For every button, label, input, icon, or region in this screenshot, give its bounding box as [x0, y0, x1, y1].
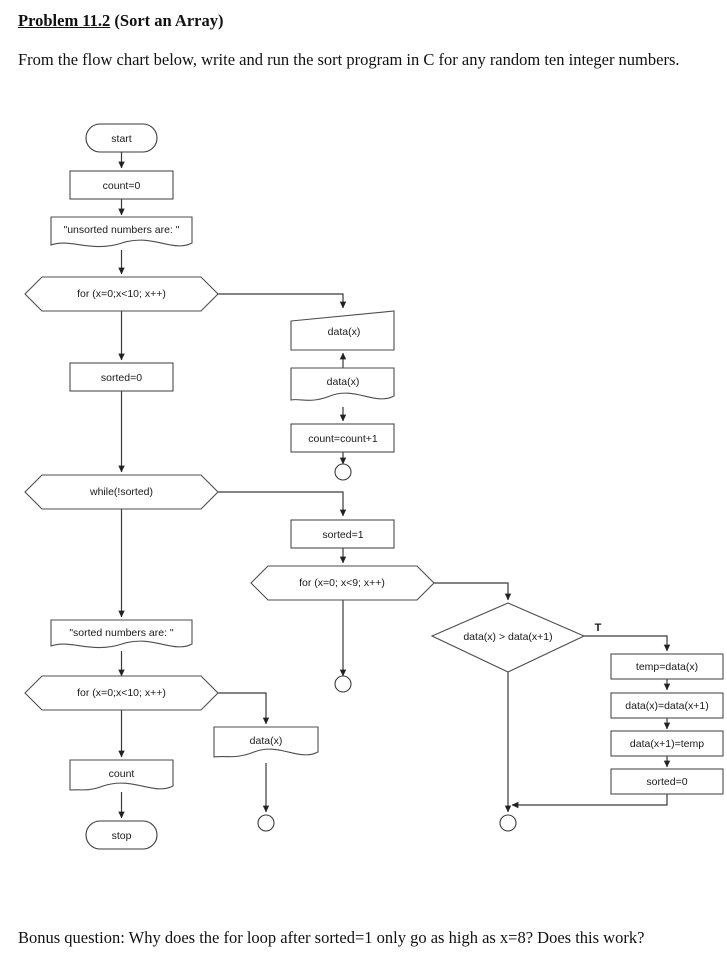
node-compare-decision[interactable]: data(x) > data(x+1)	[430, 602, 586, 673]
connector-after-count-increment[interactable]	[334, 463, 352, 481]
terminator-shape	[85, 820, 158, 850]
node-print-sorted[interactable]: "sorted numbers are: "	[50, 619, 193, 649]
node-for-compare[interactable]: for (x=0; x<9; x++)	[250, 565, 435, 601]
node-swap-first[interactable]: data(x)=data(x+1)	[610, 692, 724, 719]
node-swap-second[interactable]: data(x+1)=temp	[610, 730, 724, 757]
preparation-shape	[24, 474, 219, 510]
node-print-data-1-label: data(x)	[327, 376, 360, 388]
node-temp-assign[interactable]: temp=data(x)	[610, 653, 724, 680]
node-start-label: start	[111, 133, 132, 145]
preparation-shape	[24, 276, 219, 312]
edge-for-compare-to-decision	[434, 582, 512, 601]
node-reset-sorted[interactable]: sorted=0	[610, 768, 724, 795]
connector-after-compare-decision[interactable]	[499, 814, 517, 832]
problem-instructions: From the flow chart below, write and run…	[18, 50, 680, 69]
node-stop[interactable]: stop	[85, 820, 158, 850]
node-for-print[interactable]: for (x=0;x<10; x++)	[24, 675, 219, 711]
node-count-increment-label: count=count+1	[308, 433, 378, 445]
node-print-data-1[interactable]: data(x)	[290, 367, 395, 401]
page-title: Problem 11.2 (Sort an Array)	[18, 11, 223, 31]
connector-after-for-compare[interactable]	[334, 675, 352, 693]
preparation-shape	[24, 675, 219, 711]
node-sorted-one[interactable]: sorted=1	[290, 519, 395, 549]
node-swap-first-label: data(x)=data(x+1)	[625, 700, 708, 712]
node-for-read-label: for (x=0;x<10; x++)	[77, 288, 166, 300]
edge-decision-true-to-temp-assign	[584, 635, 671, 652]
node-print-unsorted[interactable]: "unsorted numbers are: "	[50, 216, 193, 248]
node-temp-assign-label: temp=data(x)	[636, 661, 698, 673]
node-print-unsorted-label: "unsorted numbers are: "	[63, 224, 179, 236]
process-shape	[610, 692, 724, 719]
node-reset-sorted-label: sorted=0	[646, 776, 687, 788]
node-print-sorted-label: "sorted numbers are: "	[69, 627, 174, 639]
edge-label-decision-true: T	[595, 622, 602, 634]
document-shape	[69, 759, 174, 791]
process-shape	[69, 170, 174, 200]
process-shape	[610, 730, 724, 757]
node-input-data[interactable]: data(x)	[290, 310, 395, 351]
terminator-shape	[85, 123, 158, 153]
manual-input-shape	[290, 310, 395, 351]
node-sorted-zero-label: sorted=0	[101, 372, 142, 384]
edge-for-read-to-input-data	[218, 293, 347, 309]
process-shape	[290, 423, 395, 453]
node-for-compare-label: for (x=0; x<9; x++)	[299, 577, 385, 589]
process-shape	[69, 362, 174, 392]
edge-for-print-to-print-data-2	[218, 692, 270, 725]
document-shape	[290, 367, 395, 401]
decision-shape	[430, 602, 586, 673]
node-print-count[interactable]: count	[69, 759, 174, 791]
bonus-question: Bonus question: Why does the for loop af…	[18, 928, 645, 947]
node-for-read[interactable]: for (x=0;x<10; x++)	[24, 276, 219, 312]
node-while-not-sorted[interactable]: while(!sorted)	[24, 474, 219, 510]
node-count-init-label: count=0	[103, 180, 141, 192]
problem-subtitle: (Sort an Array)	[110, 11, 224, 30]
node-compare-decision-label: data(x) > data(x+1)	[463, 631, 552, 643]
problem-number: Problem 11.2	[18, 11, 111, 30]
node-swap-second-label: data(x+1)=temp	[630, 738, 704, 750]
node-sorted-one-label: sorted=1	[322, 529, 363, 541]
document-shape	[50, 619, 193, 649]
edge-while-to-sorted-one	[218, 491, 347, 517]
document-shape	[213, 726, 319, 758]
node-print-count-label: count	[109, 768, 135, 780]
connector-after-print-data-2[interactable]	[257, 814, 275, 832]
document-shape	[50, 216, 193, 248]
process-shape	[610, 653, 724, 680]
node-start[interactable]: start	[85, 123, 158, 153]
process-shape	[290, 519, 395, 549]
node-print-data-2-label: data(x)	[250, 735, 283, 747]
node-count-init[interactable]: count=0	[69, 170, 174, 200]
node-print-data-2[interactable]: data(x)	[213, 726, 319, 758]
node-while-not-sorted-label: while(!sorted)	[89, 486, 153, 498]
edge-reset-sorted-loopback	[511, 794, 668, 809]
node-stop-label: stop	[112, 830, 132, 842]
node-sorted-zero[interactable]: sorted=0	[69, 362, 174, 392]
node-count-increment[interactable]: count=count+1	[290, 423, 395, 453]
node-for-print-label: for (x=0;x<10; x++)	[77, 687, 166, 699]
process-shape	[610, 768, 724, 795]
preparation-shape	[250, 565, 435, 601]
node-input-data-label: data(x)	[328, 326, 361, 338]
